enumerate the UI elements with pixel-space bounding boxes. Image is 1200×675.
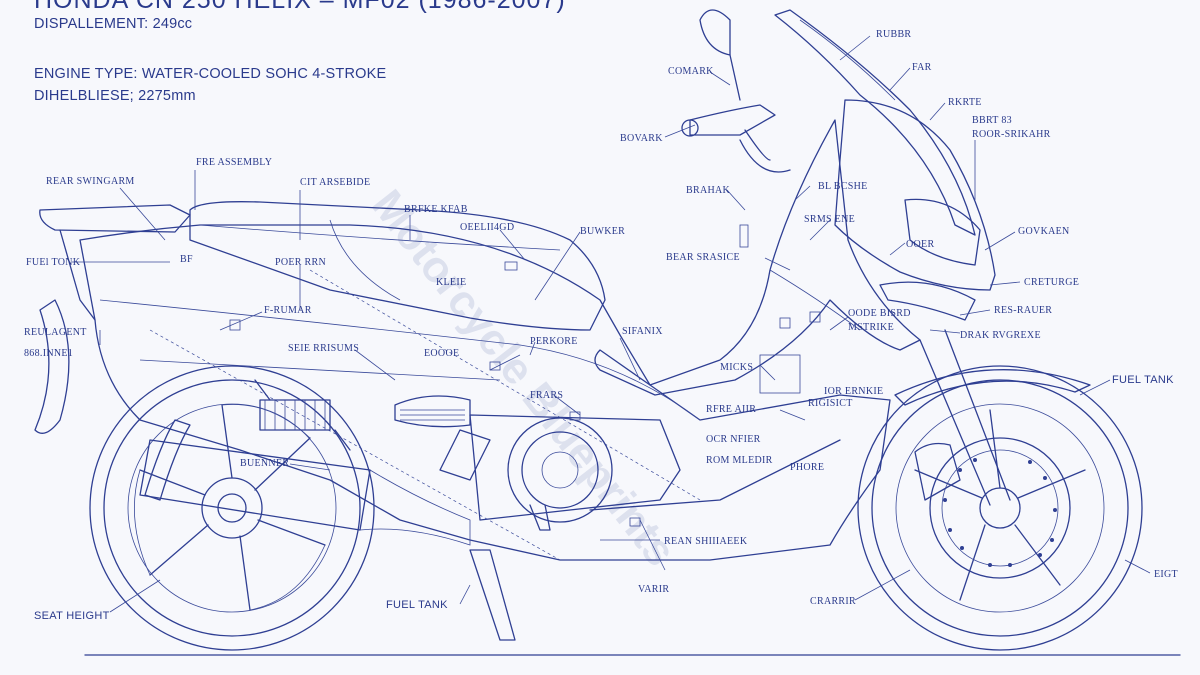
front-fork [894,329,1091,506]
brake-caliper [914,442,961,501]
label-phore: PHORE [790,462,824,473]
label-buwker: BUWKER [580,226,625,237]
label-bear-srasice: BEAR SRASICE [666,252,740,263]
engine-block [394,395,841,531]
label-brahak: BRAHAK [686,185,731,196]
label-micks: MICKS [720,362,753,373]
front-fender [894,369,1091,406]
rear-mudguard [34,299,70,434]
label-crarrir: CRARRIR [810,596,856,607]
brake-disc-holes [943,458,1057,567]
body-fairing [34,9,996,561]
label-varir: VARIR [638,584,669,595]
label-ooer: OOER [906,239,934,250]
label-govkaen: GOVKAEN [1018,226,1070,237]
side-stand [469,549,516,641]
label-rubbr: RUBBR [876,29,911,40]
label-roor-srikahr: ROOR-SRIKAHR [972,129,1051,140]
spec-engine-type: ENGINE TYPE: WATER-COOLED SOHC 4-STROKE [34,66,387,82]
label-bbrt-83: BBRT 83 [972,115,1012,126]
labels: FRE ASSEMBLY REAR SWINGARM FUEl TONK REU… [24,29,1178,622]
label-buenner: BUENNER [240,458,289,469]
label-comark: COMARK [668,66,714,77]
watermark-text: Motorcycle Blueprints [362,181,685,575]
label-section-code: 868.INNE1 [24,348,73,359]
label-kleie: KLEIE [436,277,466,288]
label-bf: BF [180,254,193,265]
label-bovark: BOVARK [620,133,663,144]
label-eigt: EIGT [1154,569,1178,580]
label-brfke-kfab: BRFKE KFAB [404,204,468,215]
rear-wheel [89,365,375,651]
label-cit-arsebide: CIT ARSEBIDE [300,177,370,188]
exhaust-muffler [139,419,471,546]
label-seie-rrisums: SEIE RRISUMS [288,343,359,354]
label-fuel-tank-lower: FUEL TANK [386,599,448,611]
diagram-title: HONDA CN 250 HELIX – MF02 (1986-2007) [34,0,566,14]
label-fuel-tank-front: FUEL TANK [1112,374,1174,386]
label-rigisict: RIGISICT [808,398,853,409]
label-far: FAR [912,62,932,73]
leader-lines [72,35,1151,613]
front-wheel [857,365,1143,651]
label-rkrte: RKRTE [948,97,982,108]
label-rom-mledir: ROM MLEDIR [706,455,773,466]
label-bl-bcshe: BL BCSHE [818,181,868,192]
component-markers [229,224,821,527]
label-rear-shlaneck: REAN SHIIIAEEK [664,536,748,547]
label-ocr-nfier: OCR NFIER [706,434,761,445]
label-perkore: PERKORE [530,336,578,347]
label-oode-bisrd: OODE BISRD [848,308,911,319]
label-seat-height: SEAT HEIGHT [34,610,110,622]
label-f-rumar: F-RUMAR [264,305,312,316]
spec-dimension: DIHELBLIESE; 2275mm [34,88,196,104]
spec-displacement: DISPALLEMENT: 249cc [34,16,193,32]
label-fre-assembly: FRE ASSEMBLY [196,157,272,168]
rear-shock [254,379,351,451]
handlebar [689,104,776,136]
label-poer-rrn: POER RRN [275,257,326,268]
label-reulagent: REULAGENT [24,327,87,338]
label-rear-swingarm: REAR SWINGARM [46,176,135,187]
label-ior-ernkie: IOR ERNKIE [824,386,883,397]
label-rfre-aiir: RFRE AIIR [706,404,756,415]
label-mstrike: MSTRIKE [848,322,894,333]
label-sifanix: SIFANIX [622,326,663,337]
label-res-rauer: RES-RAUER [994,305,1052,316]
label-srms-ene: SRMS ENE [804,214,855,225]
label-frars: FRARS [530,390,563,401]
label-eoooe: EOOOE [424,348,459,359]
label-creturge: CRETURGE [1024,277,1079,288]
label-drak-rvgrexe: DRAK RVGREXE [960,330,1041,341]
label-oeelii: OEELII4GD [460,222,514,233]
mirror [699,9,731,56]
label-fuel-tonk: FUEl TONK [26,257,81,268]
